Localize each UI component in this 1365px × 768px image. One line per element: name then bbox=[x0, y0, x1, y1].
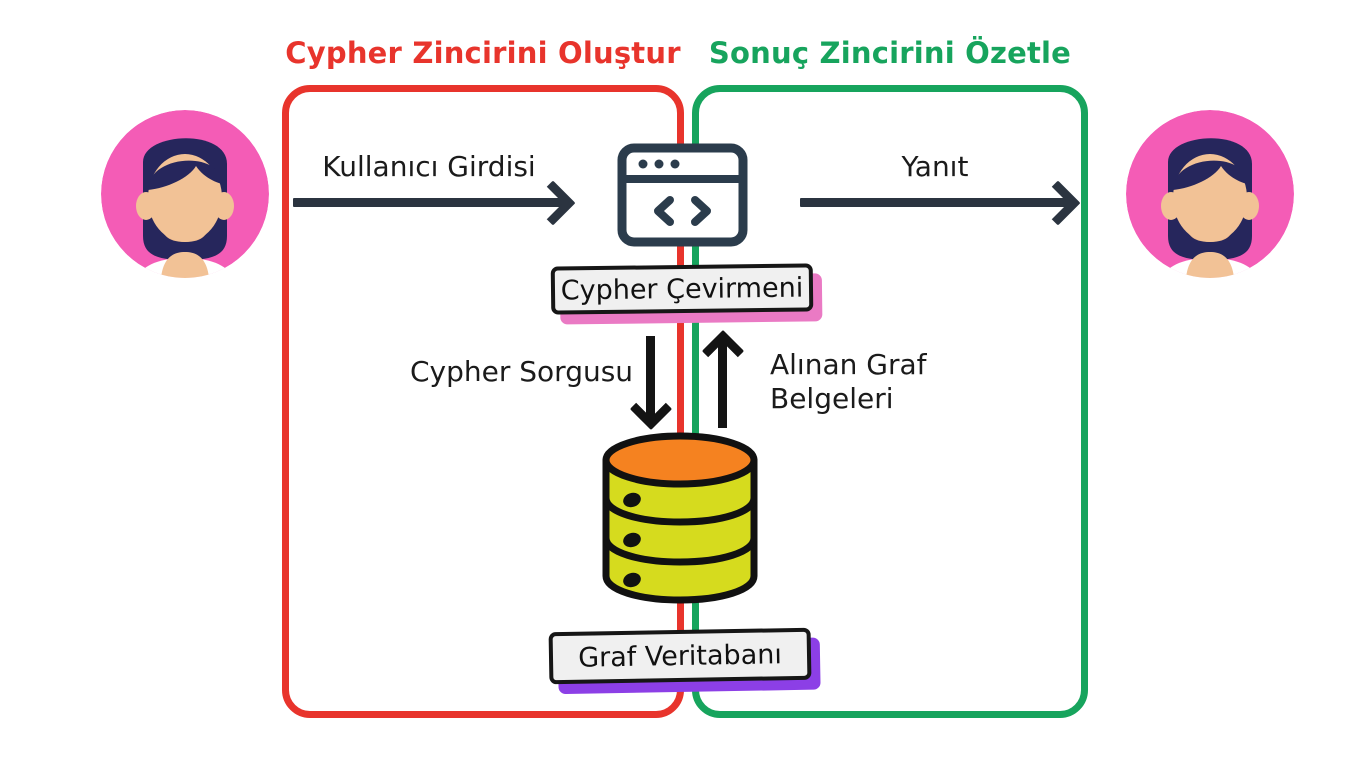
note-card: Graf Veritabanı bbox=[548, 627, 812, 685]
translator-label: Cypher Çevirmeni bbox=[560, 272, 804, 306]
retrieved-docs-label-line1: Alınan Graf bbox=[770, 348, 927, 381]
note-card: Cypher Çevirmeni bbox=[550, 263, 814, 315]
retrieved-docs-label-line2: Belgeleri bbox=[770, 382, 894, 416]
phase-box-build bbox=[282, 85, 684, 718]
phase-title-summarize: Sonuç Zincirini Özetle bbox=[708, 36, 1072, 70]
retrieved-docs-label: Alınan Graf Belgeleri bbox=[770, 348, 970, 416]
user-input-arrow bbox=[293, 198, 565, 207]
database-cylinder-icon bbox=[596, 432, 764, 604]
phase-title-build: Cypher Zincirini Oluştur bbox=[285, 36, 681, 70]
database-node[interactable]: Graf Veritabanı bbox=[548, 627, 821, 695]
response-label: Yanıt bbox=[901, 150, 969, 183]
database-label: Graf Veritabanı bbox=[577, 638, 783, 674]
retrieved-docs-arrow bbox=[718, 340, 727, 428]
cypher-query-label: Cypher Sorgusu bbox=[410, 355, 634, 388]
response-arrow bbox=[800, 198, 1070, 207]
user-input-label: Kullanıcı Girdisi bbox=[322, 150, 536, 183]
cypher-query-arrow bbox=[646, 336, 655, 420]
response-avatar bbox=[1126, 110, 1294, 278]
translator-node[interactable]: Cypher Çevirmeni bbox=[550, 263, 823, 325]
phase-box-summarize bbox=[692, 85, 1088, 718]
user-avatar bbox=[101, 110, 269, 278]
code-browser-icon bbox=[617, 143, 748, 247]
